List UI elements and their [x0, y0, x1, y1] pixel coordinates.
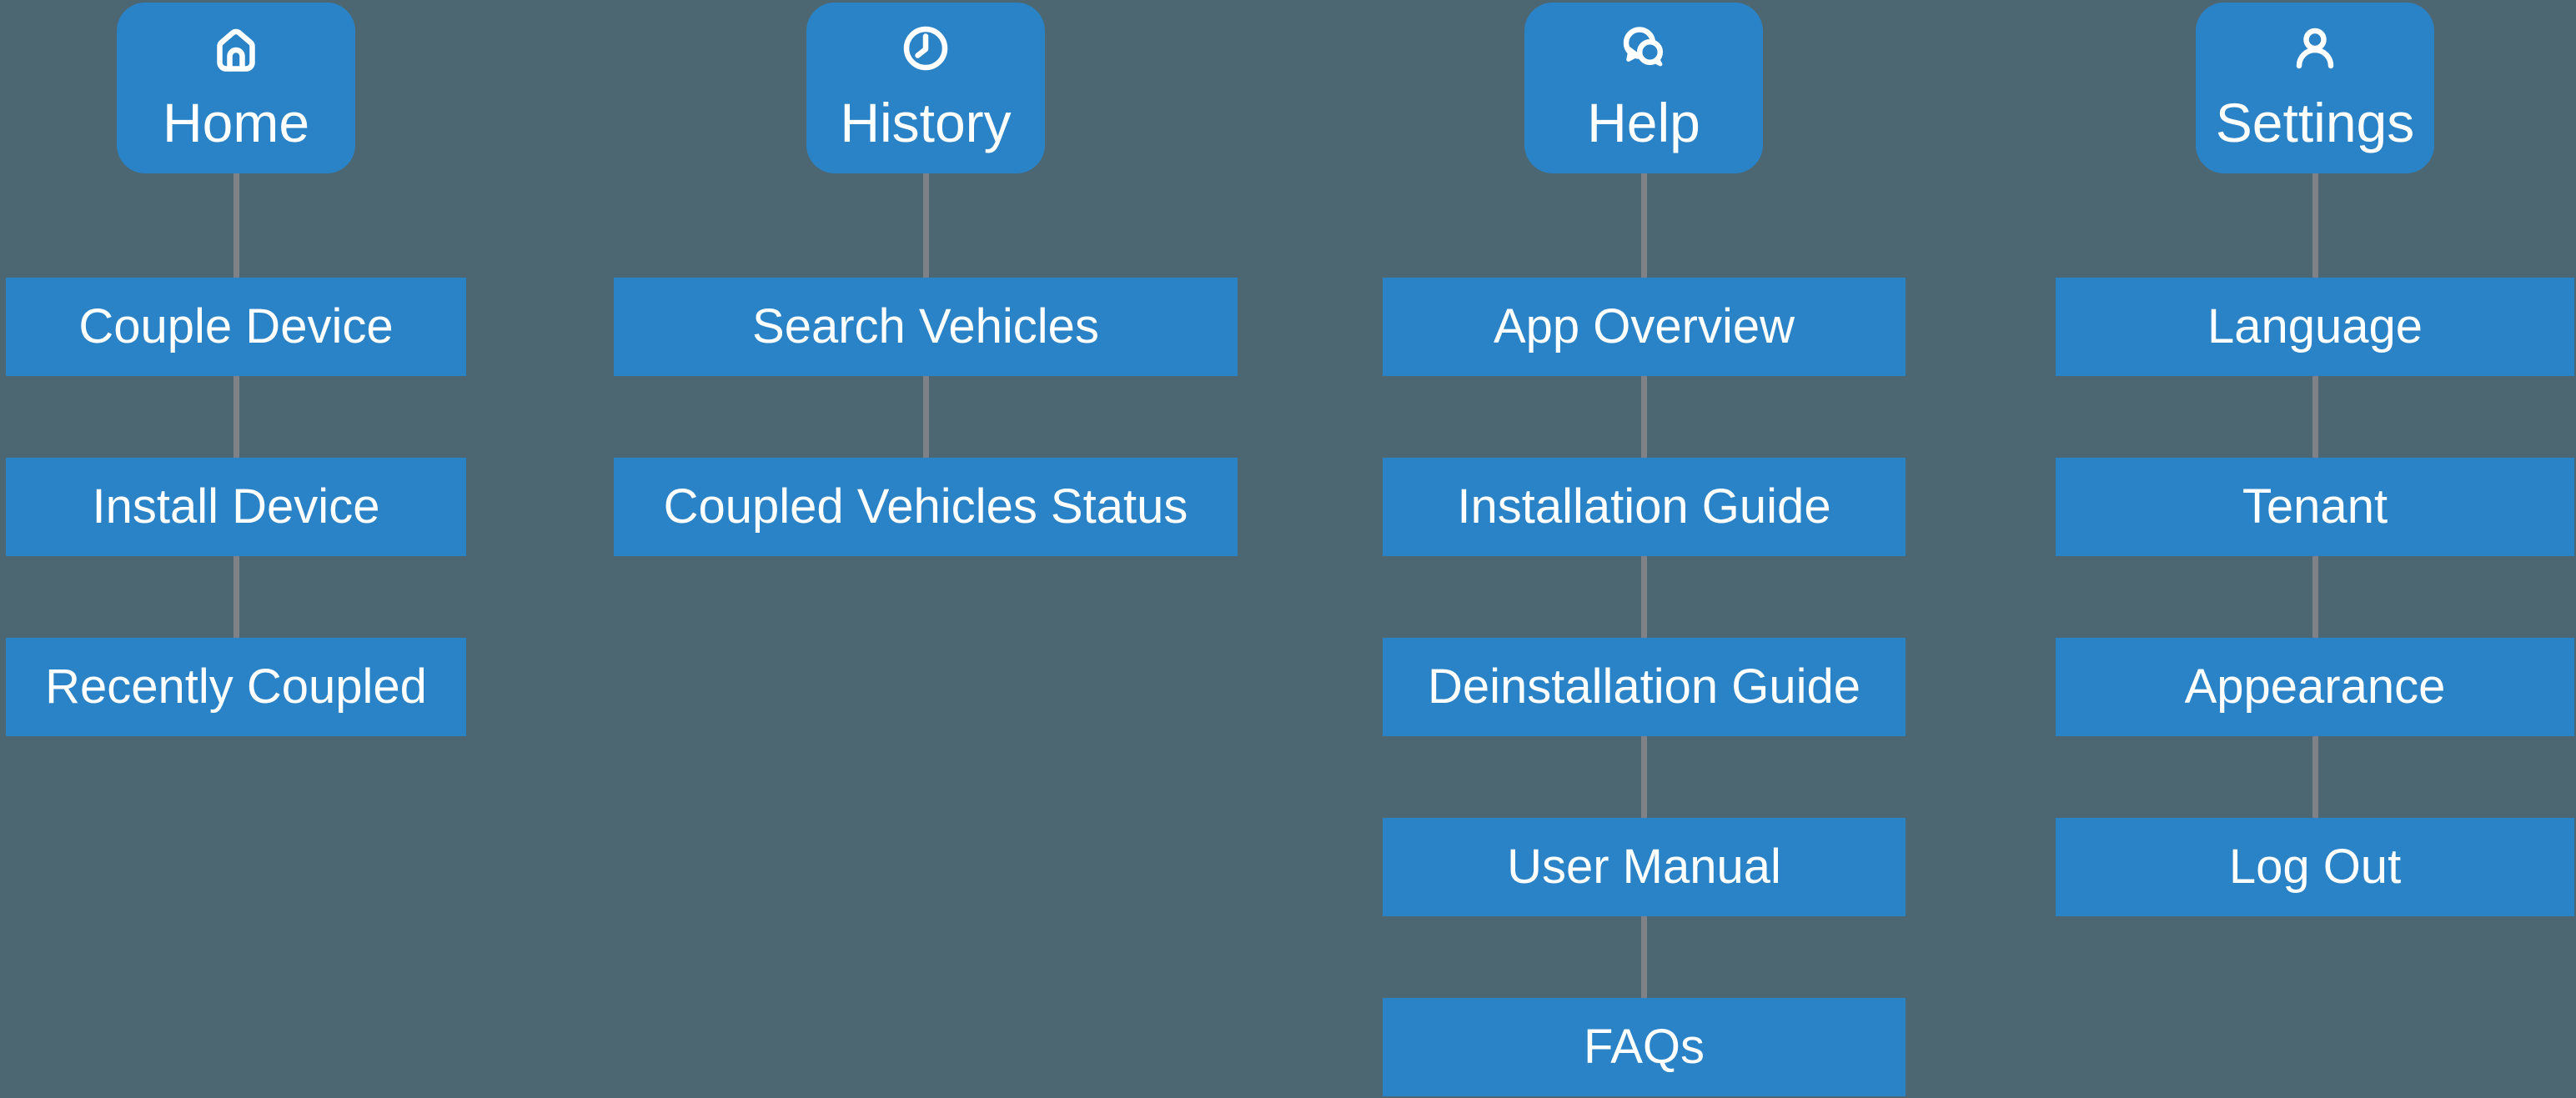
nav-node-faqs[interactable]: FAQs: [1383, 998, 1906, 1096]
nav-node-tenant[interactable]: Tenant: [2056, 458, 2574, 556]
person-icon: [2288, 22, 2342, 75]
nav-node-deinstallation-guide[interactable]: Deinstallation Guide: [1383, 638, 1906, 736]
nav-node-label: History: [840, 92, 1012, 153]
nav-node-label: Install Device: [92, 479, 380, 534]
nav-node-search-vehicles[interactable]: Search Vehicles: [614, 278, 1238, 376]
nav-node-language[interactable]: Language: [2056, 278, 2574, 376]
nav-node-label: Settings: [2215, 92, 2415, 153]
nav-node-help[interactable]: Help: [1524, 3, 1763, 173]
nav-node-app-overview[interactable]: App Overview: [1383, 278, 1906, 376]
nav-node-coupled-vehicles-status[interactable]: Coupled Vehicles Status: [614, 458, 1238, 556]
home-icon: [209, 22, 263, 75]
nav-node-label: FAQs: [1583, 1020, 1705, 1074]
nav-node-install-device[interactable]: Install Device: [6, 458, 466, 556]
nav-node-label: App Overview: [1493, 299, 1795, 353]
nav-node-history[interactable]: History: [806, 3, 1045, 173]
nav-node-log-out[interactable]: Log Out: [2056, 818, 2574, 916]
nav-node-label: Appearance: [2184, 659, 2446, 714]
nav-node-label: Coupled Vehicles Status: [663, 479, 1188, 534]
nav-node-label: User Manual: [1507, 840, 1781, 894]
nav-node-label: Help: [1587, 92, 1700, 153]
nav-node-label: Tenant: [2242, 479, 2388, 534]
connector-line-help: [1640, 173, 1647, 1010]
nav-node-label: Recently Coupled: [45, 659, 427, 714]
nav-node-installation-guide[interactable]: Installation Guide: [1383, 458, 1906, 556]
nav-node-couple-device[interactable]: Couple Device: [6, 278, 466, 376]
connector-line-home: [233, 173, 239, 650]
nav-node-label: Language: [2207, 299, 2423, 353]
clock-icon: [899, 22, 952, 75]
nav-node-appearance[interactable]: Appearance: [2056, 638, 2574, 736]
nav-node-label: Couple Device: [78, 299, 394, 353]
nav-node-home[interactable]: Home: [117, 3, 355, 173]
nav-node-user-manual[interactable]: User Manual: [1383, 818, 1906, 916]
nav-node-label: Installation Guide: [1457, 479, 1831, 534]
nav-node-recently-coupled[interactable]: Recently Coupled: [6, 638, 466, 736]
chat-bubbles-icon: [1617, 22, 1670, 75]
nav-node-label: Search Vehicles: [752, 299, 1099, 353]
nav-node-settings[interactable]: Settings: [2196, 3, 2434, 173]
nav-node-label: Deinstallation Guide: [1427, 659, 1861, 714]
nav-node-label: Log Out: [2228, 840, 2402, 894]
nav-node-label: Home: [162, 92, 310, 153]
